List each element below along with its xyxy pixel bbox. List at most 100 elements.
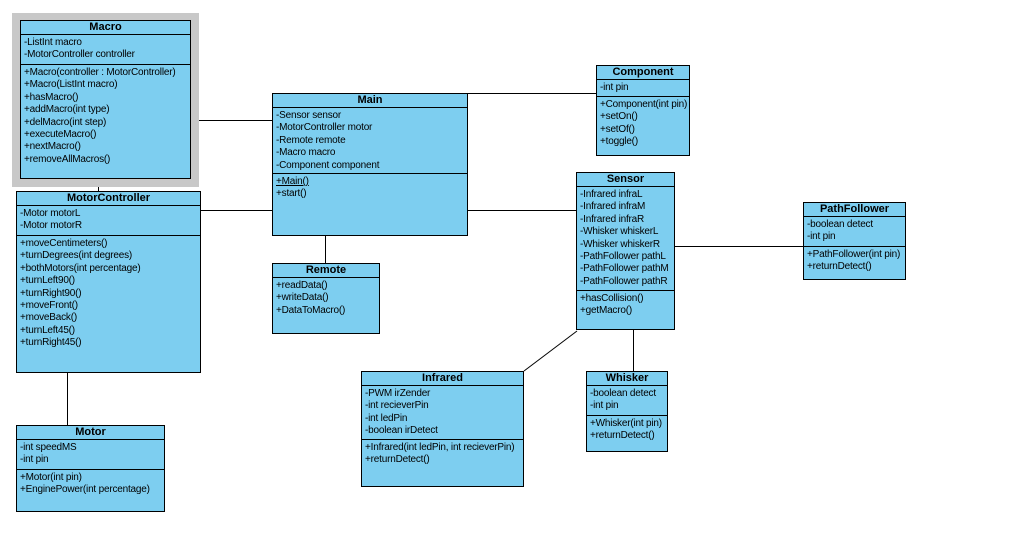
method: +moveFront() [20, 299, 78, 311]
fields-compartment: -Motor motorL -Motor motorR [17, 206, 200, 236]
method: +turnRight90() [20, 287, 82, 299]
field: -Motor motorR [20, 220, 82, 232]
field: -Motor motorL [20, 208, 81, 219]
field: -MotorController motor [276, 122, 373, 134]
field: -int pin [20, 454, 49, 466]
field: -PathFollower pathR [580, 275, 668, 287]
field: -Whisker whiskerR [580, 238, 660, 250]
methods-compartment: +hasCollision() +getMacro() [577, 291, 674, 320]
fields-compartment: -int speedMS -int pin [17, 440, 164, 470]
field: -int pin [590, 400, 619, 412]
class-infrared[interactable]: Infrared -PWM irZender -int recieverPin … [361, 371, 524, 487]
fields-compartment: -Infrared infraL -Infrared infraM -Infra… [577, 187, 674, 291]
method: +turnLeft45() [20, 324, 75, 336]
fields-compartment: -ListInt macro -MotorController controll… [21, 35, 190, 65]
field: -int pin [807, 231, 836, 243]
field: -PWM irZender [365, 388, 431, 399]
field: -int ledPin [365, 412, 408, 424]
class-title: Component [597, 66, 689, 80]
field: -MotorController controller [24, 49, 135, 61]
method: +turnDegrees(int degrees) [20, 250, 133, 262]
class-motorcontroller[interactable]: MotorController -Motor motorL -Motor mot… [16, 191, 201, 373]
class-whisker[interactable]: Whisker -boolean detect -int pin +Whiske… [586, 371, 668, 452]
class-title: Main [273, 94, 467, 108]
field: -Infrared infraM [580, 201, 646, 213]
method: +PathFollower(int pin) [807, 249, 901, 260]
method: +toggle() [600, 136, 638, 148]
field: -PathFollower pathM [580, 263, 669, 275]
method: +returnDetect() [590, 430, 655, 442]
fields-compartment: -PWM irZender -int recieverPin -int ledP… [362, 386, 523, 440]
field: -Component component [276, 159, 380, 171]
field: -Infrared infraL [580, 189, 643, 200]
edge-sensor-infrared[interactable] [523, 330, 578, 372]
methods-compartment: +Motor(int pin) +EnginePower(int percent… [17, 470, 164, 499]
method: +Whisker(int pin) [590, 418, 662, 429]
fields-compartment: -int pin [597, 80, 689, 97]
methods-compartment: +Infrared(int ledPin, int recieverPin) +… [362, 440, 523, 469]
method: +returnDetect() [807, 261, 872, 273]
class-motor[interactable]: Motor -int speedMS -int pin +Motor(int p… [16, 425, 165, 512]
method: +getMacro() [580, 305, 632, 317]
method: +hasCollision() [580, 293, 644, 304]
methods-compartment: +Component(int pin) +setOn() +setOf() +t… [597, 97, 689, 151]
methods-compartment: +readData() +writeData() +DataToMacro() [273, 278, 379, 319]
method: +removeAllMacros() [24, 153, 111, 165]
method: +setOn() [600, 111, 638, 123]
fields-compartment: -Sensor sensor -MotorController motor -R… [273, 108, 467, 174]
method: +writeData() [276, 292, 329, 304]
method: +setOf() [600, 123, 635, 135]
field: -PathFollower pathL [580, 250, 666, 262]
method: +DataToMacro() [276, 304, 346, 316]
class-title: MotorController [17, 192, 200, 206]
class-title: Infrared [362, 372, 523, 386]
class-pathfollower[interactable]: PathFollower -boolean detect -int pin +P… [803, 202, 906, 280]
methods-compartment: +PathFollower(int pin) +returnDetect() [804, 247, 905, 276]
class-component[interactable]: Component -int pin +Component(int pin) +… [596, 65, 690, 156]
methods-compartment: +moveCentimeters() +turnDegrees(int degr… [17, 236, 200, 352]
class-title: Whisker [587, 372, 667, 386]
field: -Whisker whiskerL [580, 226, 659, 238]
field: -ListInt macro [24, 37, 82, 48]
field: -Macro macro [276, 147, 336, 159]
field: -Remote remote [276, 134, 346, 146]
field: -boolean detect [590, 388, 656, 399]
method: +moveCentimeters() [20, 238, 108, 249]
method: +EnginePower(int percentage) [20, 484, 150, 496]
field: -int pin [600, 82, 629, 93]
selection-highlight: Macro -ListInt macro -MotorController co… [12, 13, 199, 187]
class-main[interactable]: Main -Sensor sensor -MotorController mot… [272, 93, 468, 236]
field: -boolean irDetect [365, 425, 438, 437]
method: +executeMacro() [24, 128, 97, 140]
method: +turnLeft90() [20, 275, 75, 287]
method: +Infrared(int ledPin, int recieverPin) [365, 442, 515, 453]
method: +hasMacro() [24, 91, 79, 103]
method: +Motor(int pin) [20, 472, 82, 483]
fields-compartment: -boolean detect -int pin [804, 217, 905, 247]
class-title: Sensor [577, 173, 674, 187]
field: -Sensor sensor [276, 110, 342, 121]
methods-compartment: +Whisker(int pin) +returnDetect() [587, 416, 667, 445]
class-title: Remote [273, 264, 379, 278]
method: +delMacro(int step) [24, 116, 107, 128]
class-macro[interactable]: Macro -ListInt macro -MotorController co… [20, 20, 191, 179]
method: +returnDetect() [365, 454, 430, 466]
methods-compartment: +Main() +start() [273, 174, 467, 203]
class-title: Macro [21, 21, 190, 35]
class-remote[interactable]: Remote +readData() +writeData() +DataToM… [272, 263, 380, 334]
method: +start() [276, 188, 307, 200]
method: +readData() [276, 280, 328, 291]
field: -int recieverPin [365, 400, 429, 412]
class-title: PathFollower [804, 203, 905, 217]
method: +moveBack() [20, 312, 77, 324]
class-sensor[interactable]: Sensor -Infrared infraL -Infrared infraM… [576, 172, 675, 330]
method: +turnRight45() [20, 337, 82, 349]
method-static: +Main() [276, 176, 309, 187]
field: -Infrared infraR [580, 213, 645, 225]
fields-compartment: -boolean detect -int pin [587, 386, 667, 416]
method: +Component(int pin) [600, 99, 688, 110]
field: -int speedMS [20, 442, 77, 453]
method: +bothMotors(int percentage) [20, 262, 141, 274]
